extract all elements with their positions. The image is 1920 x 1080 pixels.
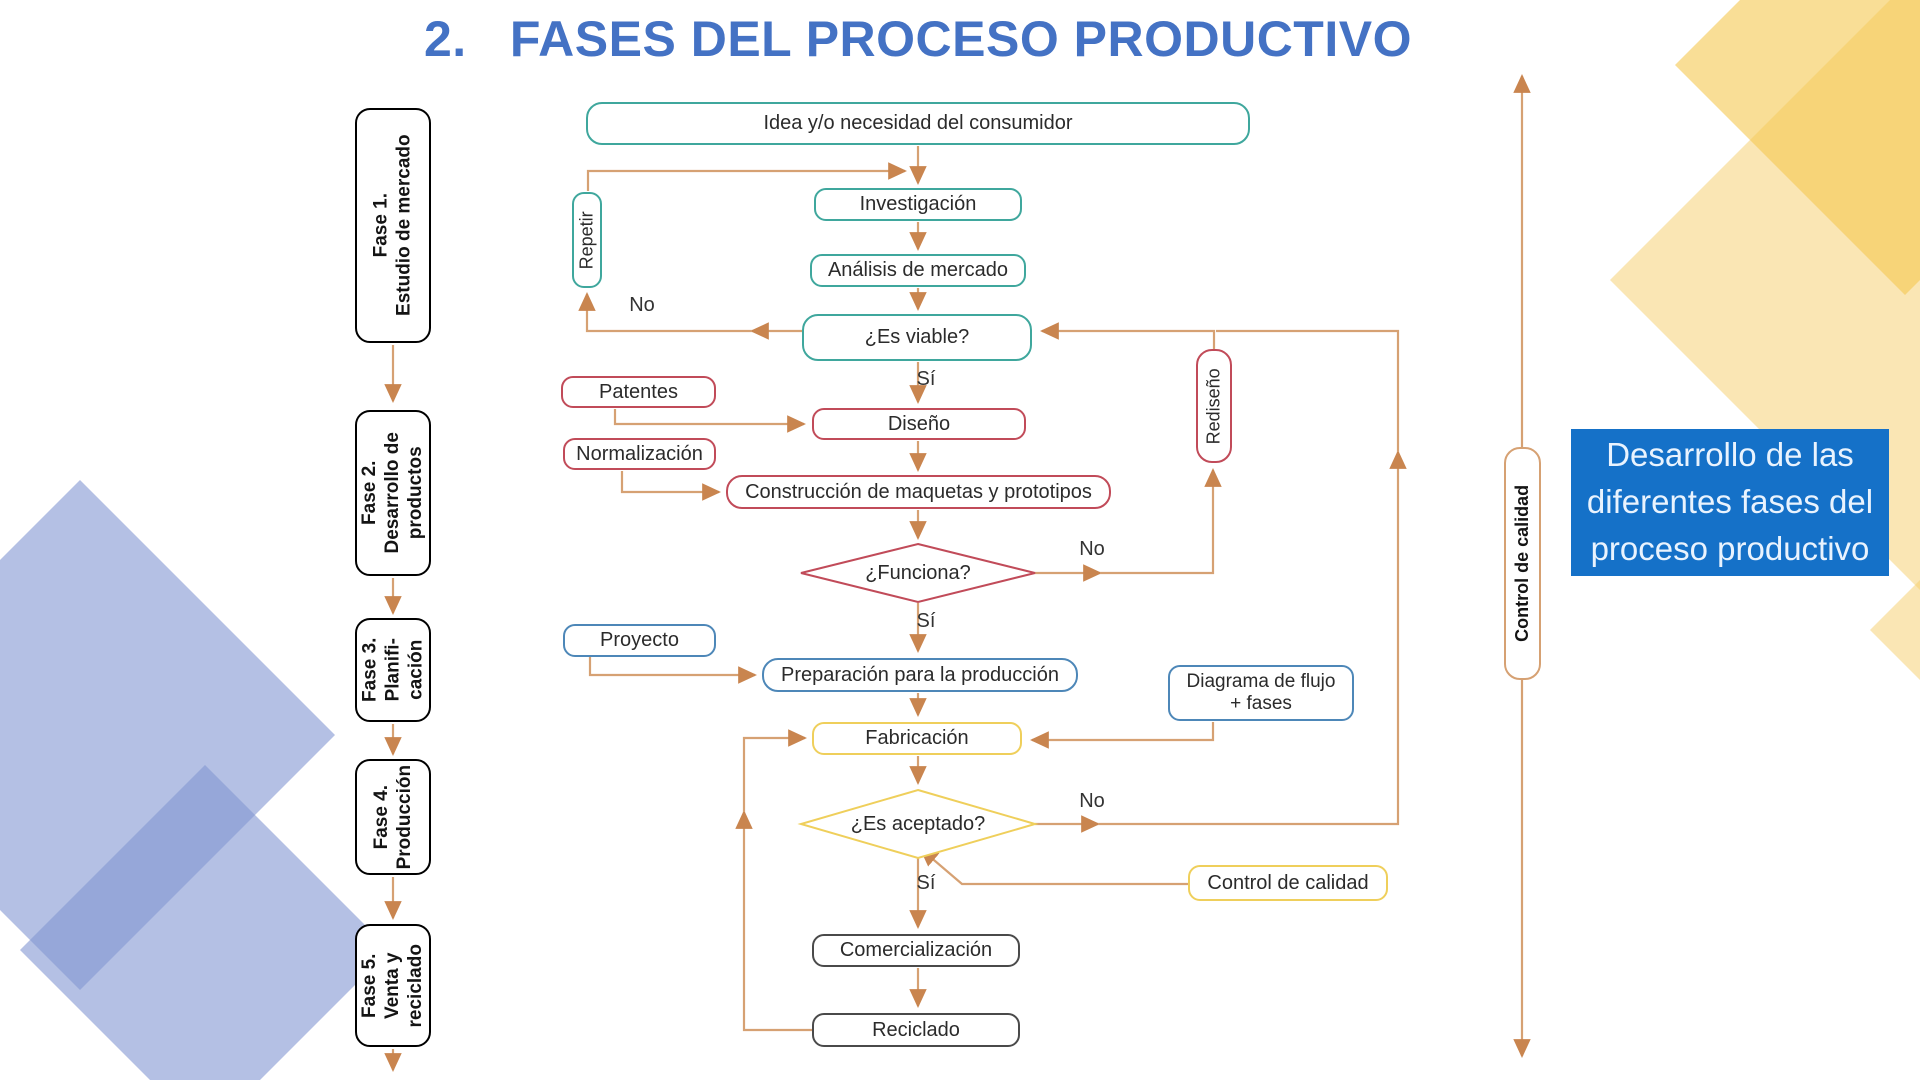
caption-line: proceso productivo [1590,529,1870,567]
phase-line: cación [405,639,427,701]
quality-bar-label: Control de calidad [1512,484,1533,643]
node-diagrama: Diagrama de flujo + fases [1168,665,1354,721]
edge-patentes-diseno [613,409,806,433]
phase-1-label: Fase 1. Estudio de mercado [370,135,416,317]
phase-line: Estudio de mercado [394,134,416,317]
node-control-calidad: Control de calidad [1188,865,1388,901]
edge-rediseno-viable [1040,322,1216,349]
edge-diagrama-fabricacion [1030,722,1215,749]
deco-diamond-blue-2 [20,765,390,1080]
phase-line: Fase 4. [370,784,392,850]
phase-4-box: Fase 4. Producción [355,759,431,875]
phase-5-box: Fase 5. Venta y reciclado [355,924,431,1047]
phase-line: Venta y [382,952,404,1019]
node-analisis: Análisis de mercado [810,254,1026,287]
node-investigacion: Investigación [814,188,1022,221]
node-preparacion: Preparación para la producción [762,658,1078,692]
edge-label-funciona-no: No [1079,538,1105,560]
node-comercializacion: Comercialización [812,934,1020,967]
quality-bar: Control de calidad [1504,447,1541,680]
phase-5-label: Fase 5. Venta y reciclado [358,944,428,1027]
phase-line: productos [405,446,427,540]
node-rediseno: Rediseño [1196,349,1232,463]
caption-line: Desarrollo de las [1606,436,1854,474]
phase-3-label: Fase 3. Planifi- cación [358,638,428,702]
deco-diamond-blue-1 [0,480,335,990]
node-repetir-label: Repetir [576,210,597,270]
node-proyecto: Proyecto [563,624,716,657]
phase-line: Fase 5. [359,953,381,1018]
edge-label-viable-no: No [629,294,655,316]
node-idea: Idea y/o necesidad del consumidor [586,102,1250,145]
deco-diamond-yellow-2 [1675,0,1920,295]
node-normalizacion: Normalización [563,438,716,470]
node-repetir: Repetir [572,192,602,288]
phase-line: Producción [394,764,416,870]
edge-up-viable [1216,329,1400,452]
page-title: 2. FASES DEL PROCESO PRODUCTIVO [424,11,1412,67]
phase-2-label: Fase 2. Desarrollo de productos [358,432,428,553]
phase-4-label: Fase 4. Producción [370,765,416,870]
caption-line: diferentes fases del [1586,483,1874,521]
node-rediseno-label: Rediseño [1203,367,1224,445]
edge-no-repetir [578,292,752,333]
node-diagrama-line1: Diagrama de flujo [1186,671,1336,693]
phase-3-box: Fase 3. Planifi- cación [355,618,431,722]
phase-line: Fase 1. [370,193,392,258]
node-construccion: Construcción de maquetas y prototipos [726,475,1111,509]
node-patentes: Patentes [561,376,716,408]
phase-2-box: Fase 2. Desarrollo de productos [355,410,431,576]
edge-label-funciona-si: Sí [916,610,936,632]
edge-reciclado-loop-up [735,810,812,1032]
node-es-aceptado [797,788,1039,860]
edge-proyecto-preparacion [588,657,757,684]
edge-controlcalidad-aceptado [919,847,1188,886]
node-funciona-label: ¿Funciona? [865,561,971,584]
phase-1-box: Fase 1. Estudio de mercado [355,108,431,343]
edge-label-aceptado-si: Sí [916,872,936,894]
edge-normalizacion-construccion [620,471,721,501]
edge-label-aceptado-no: No [1079,790,1105,812]
node-funciona [800,542,1036,604]
node-es-viable: ¿Es viable? [802,314,1032,361]
phase-line: reciclado [405,943,427,1028]
phase-line: Desarrollo de [382,432,404,554]
phase-line: Fase 3. [359,637,381,703]
phase-line: Planifi- [382,638,404,702]
deco-diamond-yellow-3 [1870,580,1920,680]
caption-box: Desarrollo de las diferentes fases del p… [1571,429,1889,576]
edge-no-up [1098,450,1407,826]
node-reciclado: Reciclado [812,1013,1020,1047]
node-diseno: Diseño [812,408,1026,440]
phase-line: Fase 2. [359,460,381,526]
node-diagrama-line2: + fases [1230,693,1292,714]
edge-repetir-merge [586,162,907,191]
node-es-aceptado-label: ¿Es aceptado? [850,812,986,835]
edge-loop-fabricacion [742,729,807,812]
edge-label-viable-si: Sí [916,368,936,390]
node-fabricacion: Fabricación [812,722,1022,755]
edge-no-rediseno [1100,468,1222,575]
